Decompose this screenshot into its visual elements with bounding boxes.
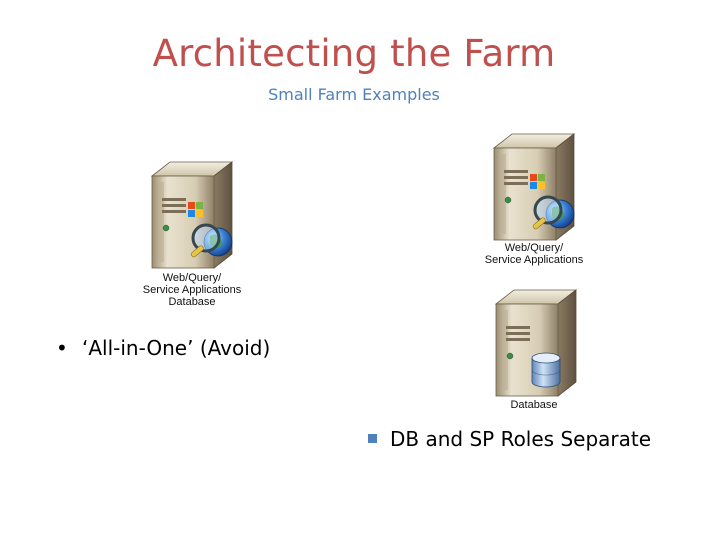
all-in-one-server	[140, 158, 240, 273]
database-server	[484, 286, 584, 401]
globe-magnifier-icon	[190, 223, 233, 258]
bullet-marker: •	[56, 336, 68, 360]
database-server-caption: Database	[462, 399, 606, 411]
caption-line: Database	[168, 296, 216, 308]
bullet-separate-roles: DB and SP Roles Separate	[368, 427, 651, 451]
bullet-all-in-one: • ‘All-in-One’ (Avoid)	[56, 336, 270, 360]
bullet-text: ‘All-in-One’ (Avoid)	[82, 336, 271, 360]
globe-magnifier-icon	[532, 195, 575, 230]
caption-line: Web/Query/	[162, 272, 222, 284]
windows-logo-icon	[530, 174, 545, 189]
slide-title: Architecting the Farm	[152, 32, 556, 75]
caption-line: Database	[510, 399, 558, 411]
windows-logo-icon	[188, 202, 203, 217]
square-bullet-icon	[368, 434, 377, 443]
web-query-server-caption: Web/Query/ Service Applications	[462, 242, 606, 266]
slide-subtitle: Small Farm Examples	[268, 85, 440, 104]
caption-line: Service Applications	[142, 284, 242, 296]
caption-line: Web/Query/	[504, 242, 564, 254]
web-query-server	[482, 130, 582, 245]
bullet-text: DB and SP Roles Separate	[390, 427, 652, 451]
database-cylinder-icon	[531, 352, 561, 388]
all-in-one-server-caption: Web/Query/ Service Applications Database	[120, 272, 264, 308]
caption-line: Service Applications	[484, 254, 584, 266]
